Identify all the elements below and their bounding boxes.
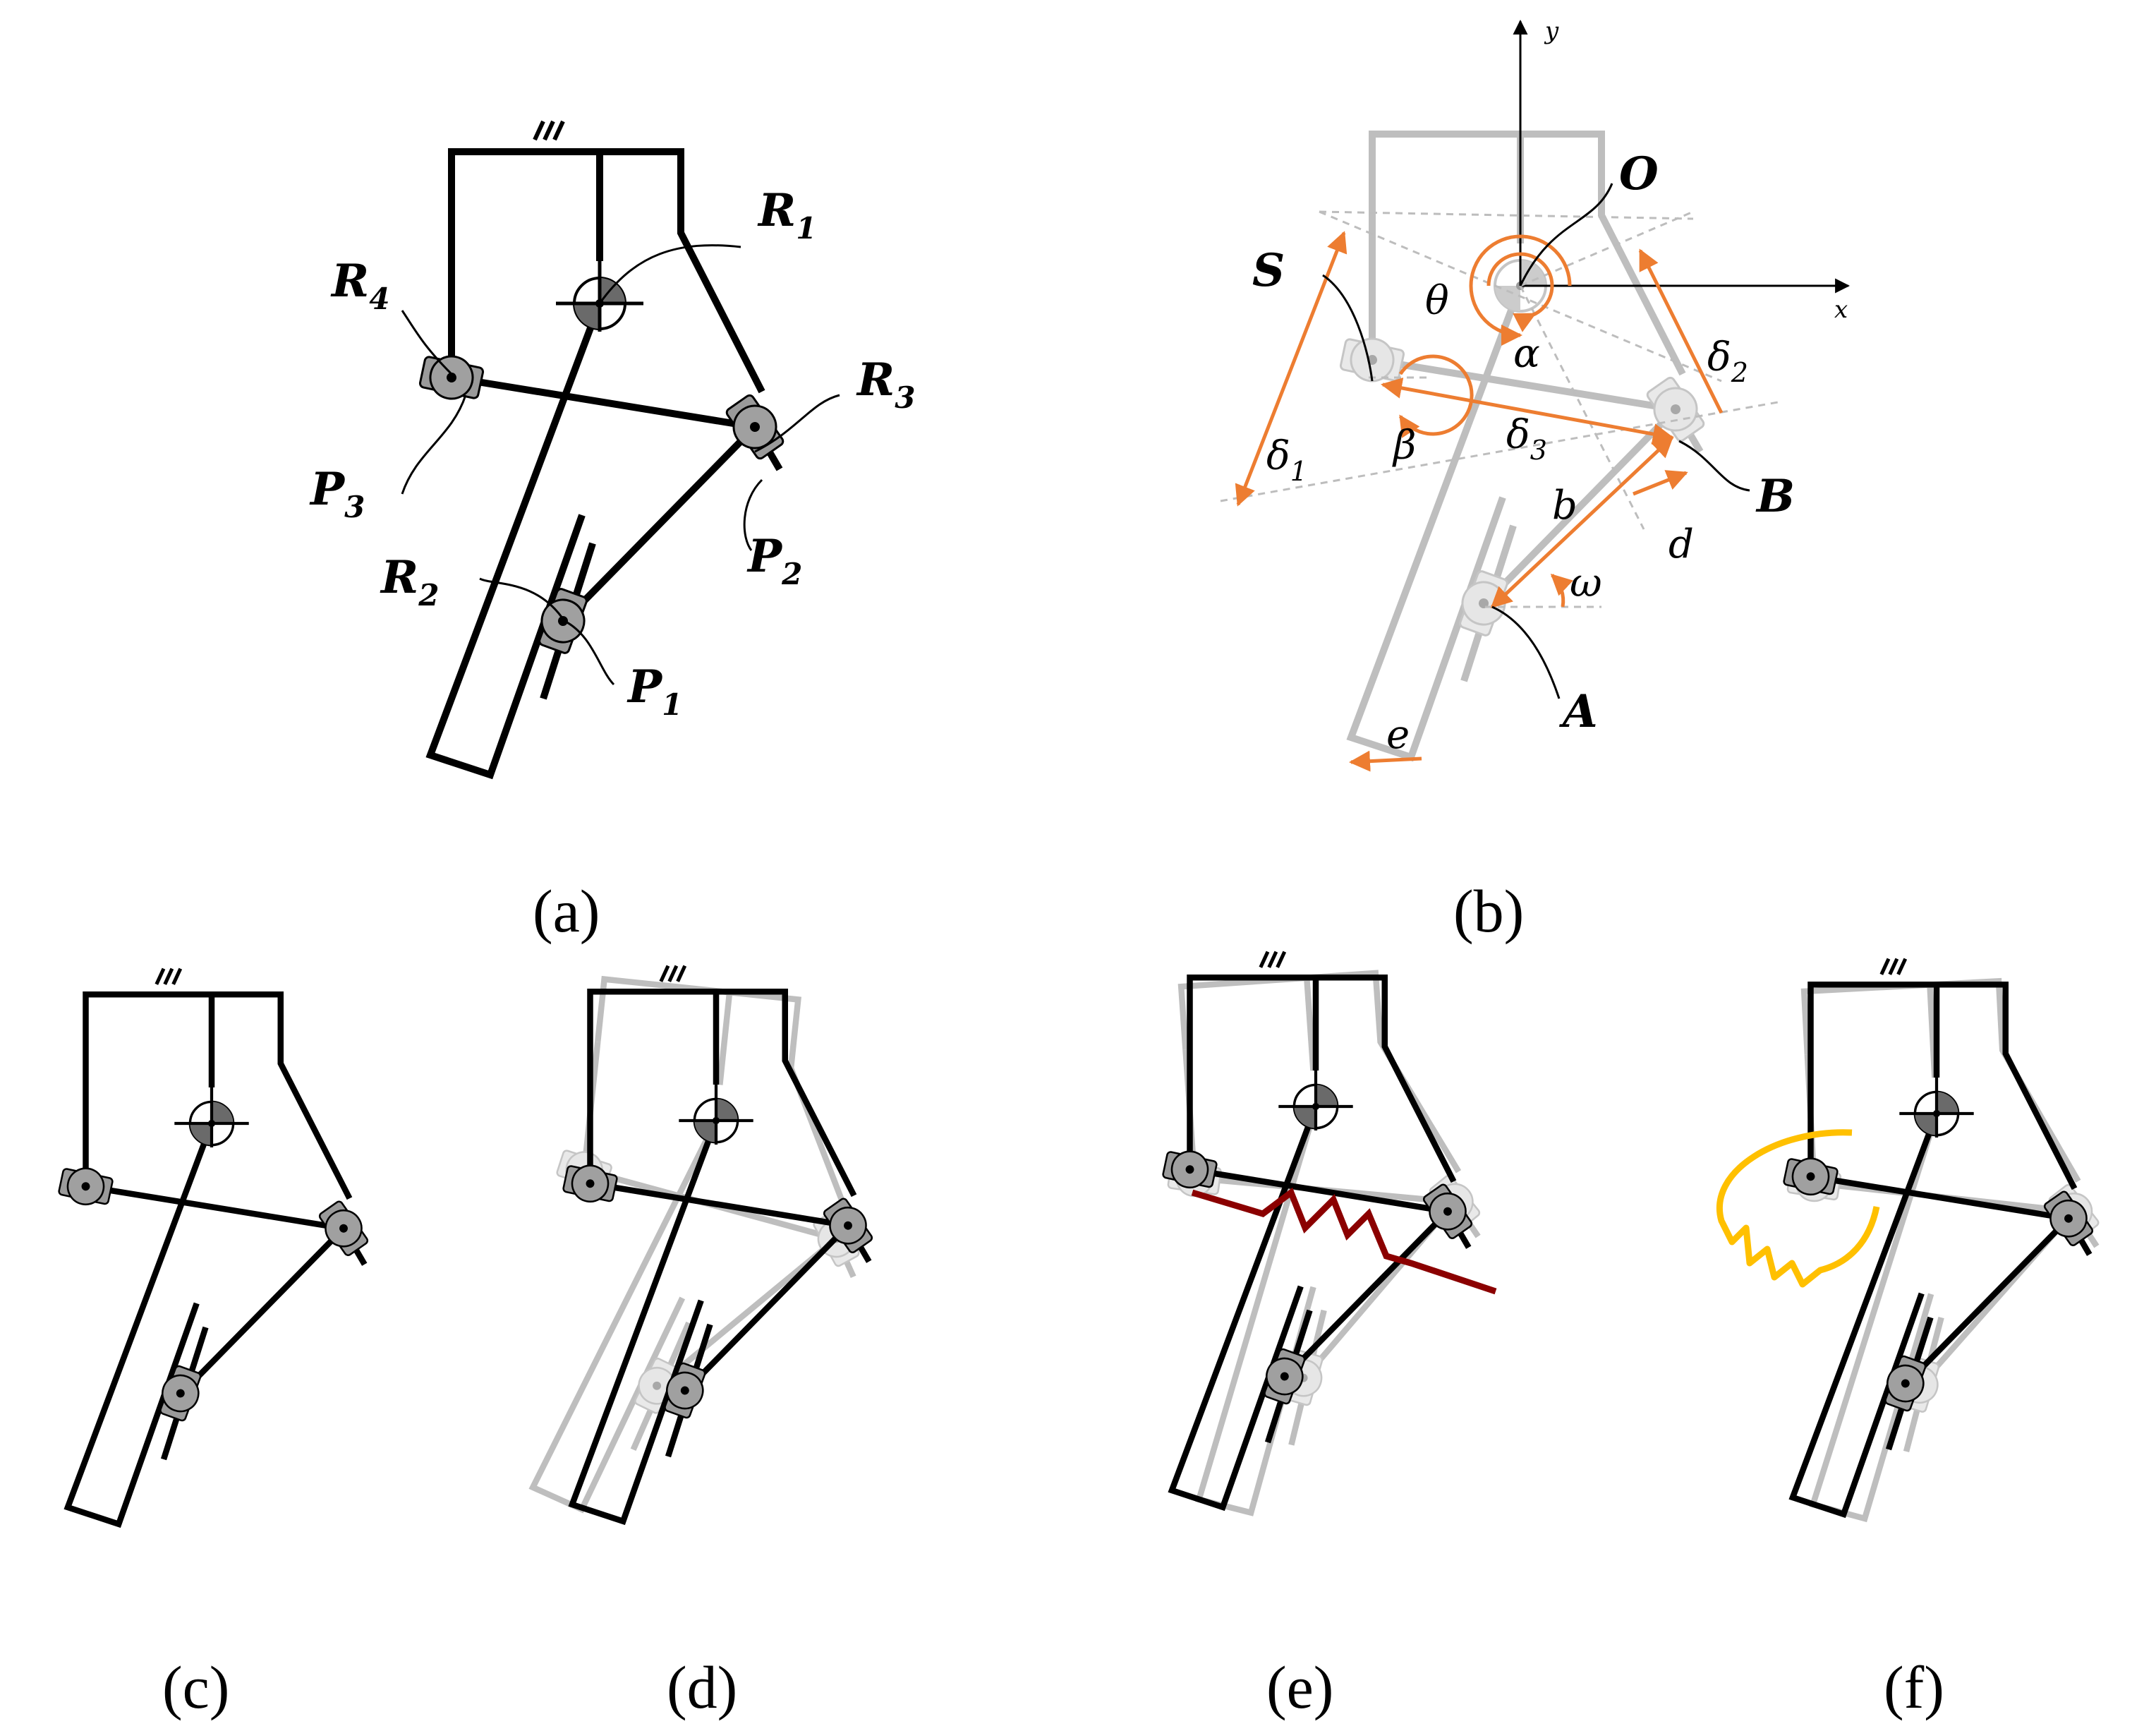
- panel-a: R1 R4 R3 P3 P2 R2 P1 (a): [309, 121, 915, 945]
- label-omega: ω: [1570, 560, 1602, 606]
- label-p2: P2: [746, 530, 802, 591]
- label-s: S: [1252, 244, 1285, 297]
- label-d: d: [1669, 521, 1694, 567]
- label-alpha: α: [1513, 331, 1540, 377]
- label-r3: R3: [856, 354, 915, 415]
- caption-c: (c): [162, 1653, 229, 1721]
- label-e: e: [1386, 712, 1410, 758]
- label-delta3: δ3: [1506, 412, 1547, 466]
- label-r1: R1: [757, 184, 816, 246]
- torsion-spring: [1716, 1129, 1880, 1288]
- panel-c: (c): [57, 969, 373, 1721]
- axis-x-label: x: [1834, 296, 1848, 324]
- panel-f: (f): [1716, 959, 2118, 1721]
- label-beta: β: [1392, 423, 1416, 469]
- caption-e: (e): [1266, 1653, 1333, 1721]
- caption-d: (d): [667, 1653, 737, 1721]
- caption-f: (f): [1884, 1653, 1944, 1721]
- label-r4: R4: [330, 255, 389, 316]
- caption-b: (b): [1453, 877, 1524, 945]
- label-b-point: B: [1755, 470, 1795, 523]
- label-o: O: [1619, 147, 1659, 200]
- caption-a: (a): [533, 877, 600, 945]
- panel-b: y x O: [1220, 17, 1851, 945]
- linear-spring: [1191, 1187, 1497, 1295]
- axis-y-label: y: [1544, 17, 1559, 45]
- label-delta1: δ1: [1266, 433, 1307, 487]
- panel-e: (e): [1153, 952, 1504, 1721]
- label-r2: R2: [380, 551, 439, 613]
- label-b-length: b: [1552, 483, 1577, 529]
- label-p1: P1: [626, 661, 682, 722]
- label-theta: θ: [1425, 278, 1449, 324]
- panel-d: (d): [521, 966, 890, 1721]
- label-delta2: δ2: [1707, 334, 1748, 388]
- label-p3: P3: [309, 463, 365, 524]
- label-a-point: A: [1559, 685, 1598, 738]
